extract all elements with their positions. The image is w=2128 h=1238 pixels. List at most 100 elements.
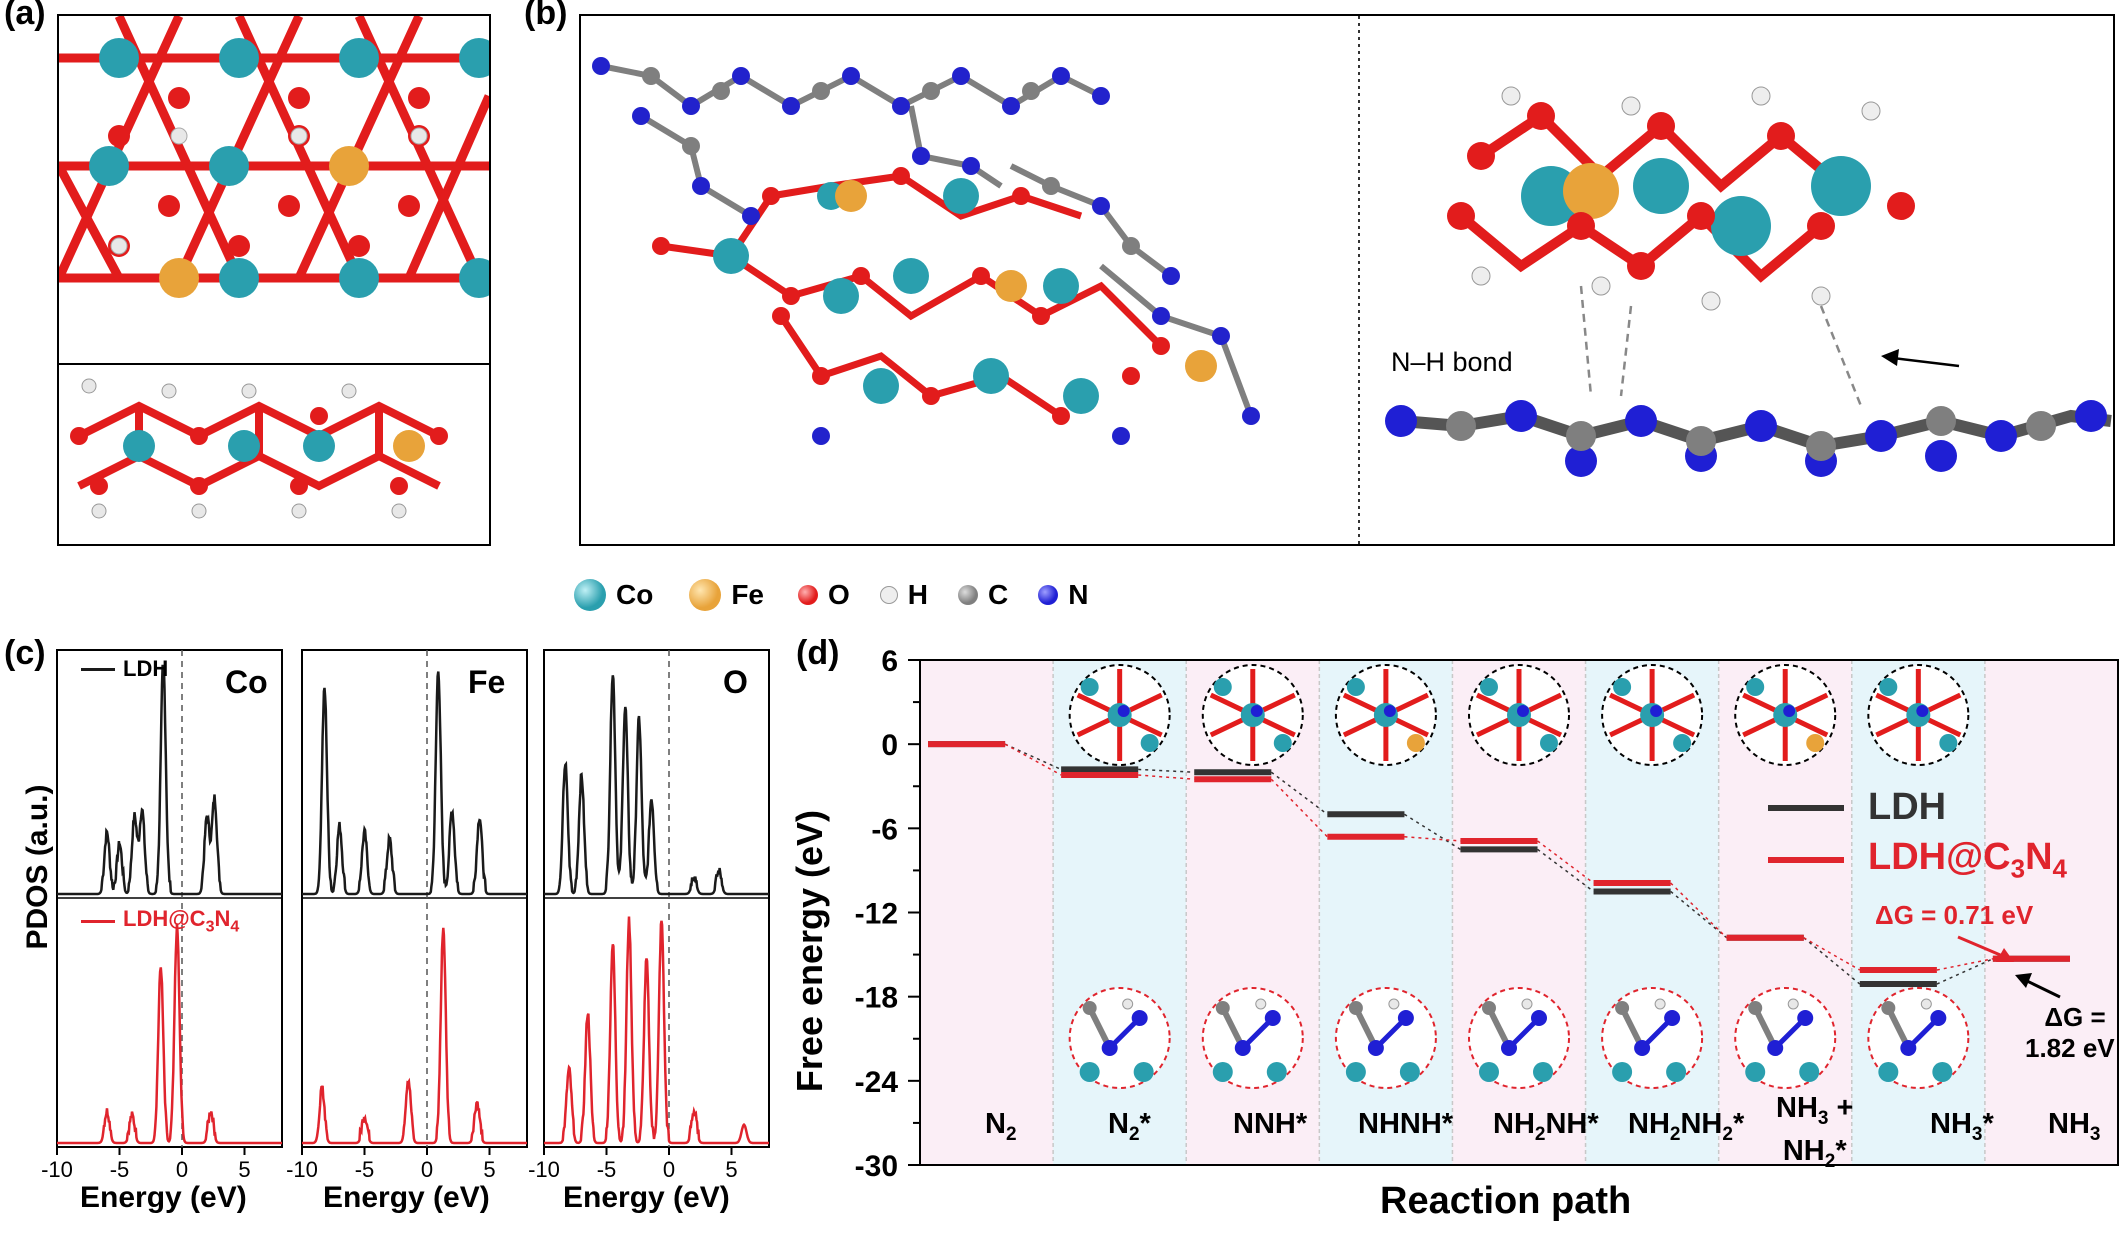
fe-connector-ldh-c3n4 [1670,882,1728,939]
fe-connector-ldh-c3n4 [1404,836,1461,842]
step-label-nnh: NNH* [1233,1108,1308,1140]
panel-label-a: (a) [4,0,46,32]
panel-label-d: (d) [796,634,840,672]
h-atom-swatch [879,586,898,604]
inset-metal-atom [1140,734,1159,752]
panel-label-c: (c) [4,634,46,672]
inset-n-atom [1916,705,1929,717]
inset-co-atom [1613,678,1632,696]
pdos-legend-ldh-swatch [81,667,115,671]
inset-h-atom [1920,998,1932,1010]
fe-connector-ldh [1803,937,1861,985]
inset-n-atom [1664,1010,1681,1026]
inset-co-atom [1932,1062,1953,1082]
fe-column-bg [1984,660,2118,1165]
inset-h-atom [1787,998,1799,1010]
fe-column-bg [920,660,1054,1165]
inset-co-atom [1399,1062,1420,1082]
legend-o: O [828,579,850,610]
fe-legend-c3n4-swatch [1768,857,1844,864]
pdos-o-label: O [723,664,748,700]
pdos-xtick-label: 0 [663,1157,675,1182]
inset-co-atom [1479,1062,1499,1082]
pdos-xtick-label: -10 [286,1157,318,1182]
dg-red-arrow [1957,935,2006,959]
c-atom-swatch [958,585,979,605]
inset-n-atom [1101,1040,1118,1056]
fe-connector-ldh [1670,890,1728,939]
fe-ytick-label: -18 [855,982,898,1015]
inset-c-atom [1482,1001,1496,1015]
fe-ylabel-wrap: Free energy (eV) [780,760,840,1140]
pdos-xtick-label: -10 [41,1157,73,1182]
inset-co-atom [1878,1062,1899,1082]
inset-metal-atom [1273,734,1292,752]
legend-fe: Fe [731,579,765,610]
pdos-curve-fe-ldh [302,671,527,896]
fe-connector-ldh [1537,848,1595,893]
inset-h-atom [1255,998,1267,1010]
pdos-fe-label: Fe [468,664,506,700]
inset-co-atom [1745,1062,1766,1082]
inset-n-atom [1634,1040,1651,1056]
panel-a-frame [54,14,499,546]
pdos-co-label: Co [225,664,268,700]
dg-black-arrowhead [2015,973,2032,988]
pdos-xtick-label: 5 [238,1157,250,1182]
inset-n-atom [1517,705,1529,717]
nh-bond-arrow [1892,356,1960,368]
co-atom-swatch [574,579,606,611]
fe-connector-ldh-c3n4 [1537,840,1595,884]
step-label-n2star: N2* [1108,1108,1151,1145]
panel-label-b: (b) [524,0,568,32]
dg-black-label-1: ΔG = [2044,1002,2106,1032]
fe-connector-ldh-c3n4 [1936,958,1994,971]
fe-atom-swatch [689,579,722,611]
fe-ytick-label: -6 [871,813,898,846]
pdos-curve-o-ldh-c3n4 [544,916,769,1145]
inset-n-atom [1250,705,1263,717]
legend-n: N [1068,579,1089,610]
pdos-xtick-label: -5 [355,1157,375,1182]
ldh-structure-illustration [54,14,499,519]
inset-co-atom [1746,678,1765,696]
pdos-curve-fe-ldh-c3n4 [302,927,527,1145]
inset-co-atom [1879,678,1898,696]
inset-n-atom [1117,705,1130,717]
inset-co-atom [1533,1062,1553,1082]
dg-red-arrowhead [1996,948,2014,962]
fe-xlabel: Reaction path [1380,1180,1632,1222]
inset-h-atom [1122,998,1134,1010]
pdos-legend-c3n4-swatch [81,919,115,923]
fe-legend-ldh-label: LDH [1868,786,1947,828]
inset-n-atom [1531,1010,1547,1026]
inset-n-atom [1234,1040,1251,1056]
inset-metal-atom [1939,734,1958,752]
inset-h-atom [1388,998,1400,1010]
inset-n-atom [1501,1040,1517,1056]
pdos-xtick-label: 0 [176,1157,188,1182]
pdos-xtick-label: 5 [483,1157,495,1182]
ldh-c3n4-structure-illustration [592,16,2112,544]
inset-n-atom [1650,705,1663,717]
pdos-xtick-label: -10 [528,1157,560,1182]
fe-ylabel: Free energy (eV) [789,809,830,1093]
pdos-curve-co-ldh [57,664,282,896]
dg-black-arrow [2024,978,2061,999]
inset-metal-atom [1406,734,1425,752]
inset-n-atom [1264,1010,1281,1026]
legend-c: C [988,579,1009,610]
inset-n-atom [1797,1010,1814,1026]
inset-co-atom [1213,678,1232,696]
fe-connector-ldh [1004,743,1062,771]
inset-c-atom [1082,1001,1097,1015]
inset-n-atom [1383,705,1396,717]
pdos-legend-ldh: LDH [81,656,168,682]
legend-co: Co [616,579,654,610]
legend-h: H [907,579,929,610]
pdos-xlabel-fe: Energy (eV) [323,1181,490,1214]
inset-co-atom [1212,1062,1233,1082]
inset-h-atom [1521,998,1533,1010]
inset-c-atom [1881,1001,1896,1015]
